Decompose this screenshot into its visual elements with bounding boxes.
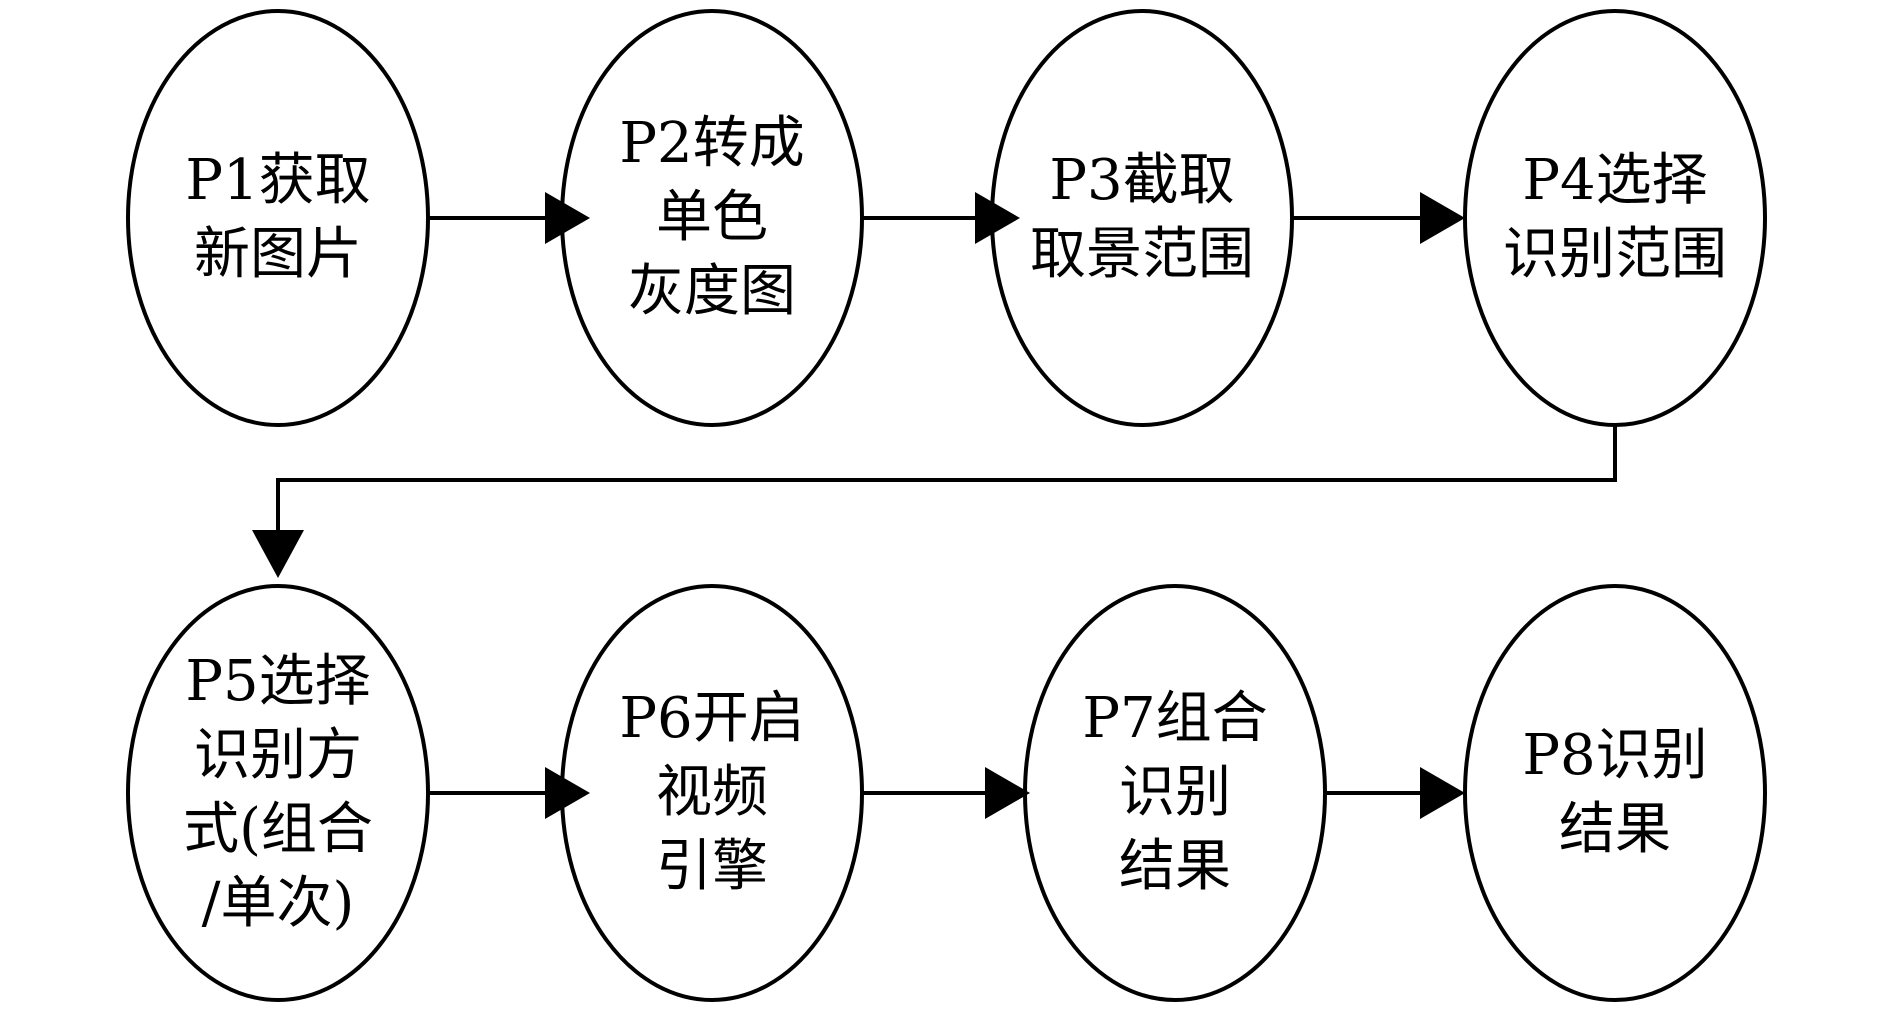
node-p7-line-3: 结果 — [1119, 834, 1231, 899]
node-p5-line-4: /单次) — [201, 871, 355, 936]
node-p4-label: P4选择 识别范围 — [1465, 11, 1765, 425]
node-p7-label: P7组合 识别 结果 — [1025, 586, 1325, 1000]
node-p1-line-2: 新图片 — [194, 222, 362, 287]
node-p7-line-1: P7组合 — [1082, 686, 1268, 751]
node-p6-line-1: P6开启 — [619, 686, 805, 751]
node-p6-line-3: 引擎 — [656, 834, 768, 899]
node-p4-line-1: P4选择 — [1522, 148, 1708, 213]
node-p8-line-2: 结果 — [1559, 797, 1671, 862]
node-p2-label: P2转成 单色 灰度图 — [562, 11, 862, 425]
node-p6-label: P6开启 视频 引擎 — [562, 586, 862, 1000]
node-p1-line-1: P1获取 — [185, 148, 371, 213]
node-p5-label: P5选择 识别方 式(组合 /单次) — [128, 586, 428, 1000]
node-p5-line-3: 式(组合 — [183, 797, 373, 862]
edge-p2-p3 — [862, 192, 1020, 244]
node-p8-label: P8识别 结果 — [1465, 586, 1765, 1000]
edge-p6-p7 — [862, 767, 1030, 819]
node-p7-line-2: 识别 — [1119, 760, 1231, 825]
edge-p1-p2 — [428, 192, 590, 244]
edge-p3-p4 — [1292, 192, 1465, 244]
node-p3-line-2: 取景范围 — [1030, 222, 1254, 287]
node-p2-line-1: P2转成 — [619, 111, 805, 176]
edge-p5-p6 — [428, 767, 590, 819]
node-p3-line-1: P3截取 — [1049, 148, 1235, 213]
node-p2-line-3: 灰度图 — [628, 259, 796, 324]
node-p4-line-2: 识别范围 — [1503, 222, 1727, 287]
node-p6-line-2: 视频 — [656, 760, 768, 825]
node-p1-label: P1获取 新图片 — [128, 11, 428, 425]
node-p5-line-2: 识别方 — [194, 723, 362, 788]
node-p8-line-1: P8识别 — [1522, 723, 1708, 788]
node-p3-label: P3截取 取景范围 — [992, 11, 1292, 425]
edge-p4-p5 — [252, 425, 1617, 578]
node-p2-line-2: 单色 — [656, 185, 768, 250]
edge-p7-p8 — [1325, 767, 1465, 819]
node-p5-line-1: P5选择 — [185, 649, 371, 714]
